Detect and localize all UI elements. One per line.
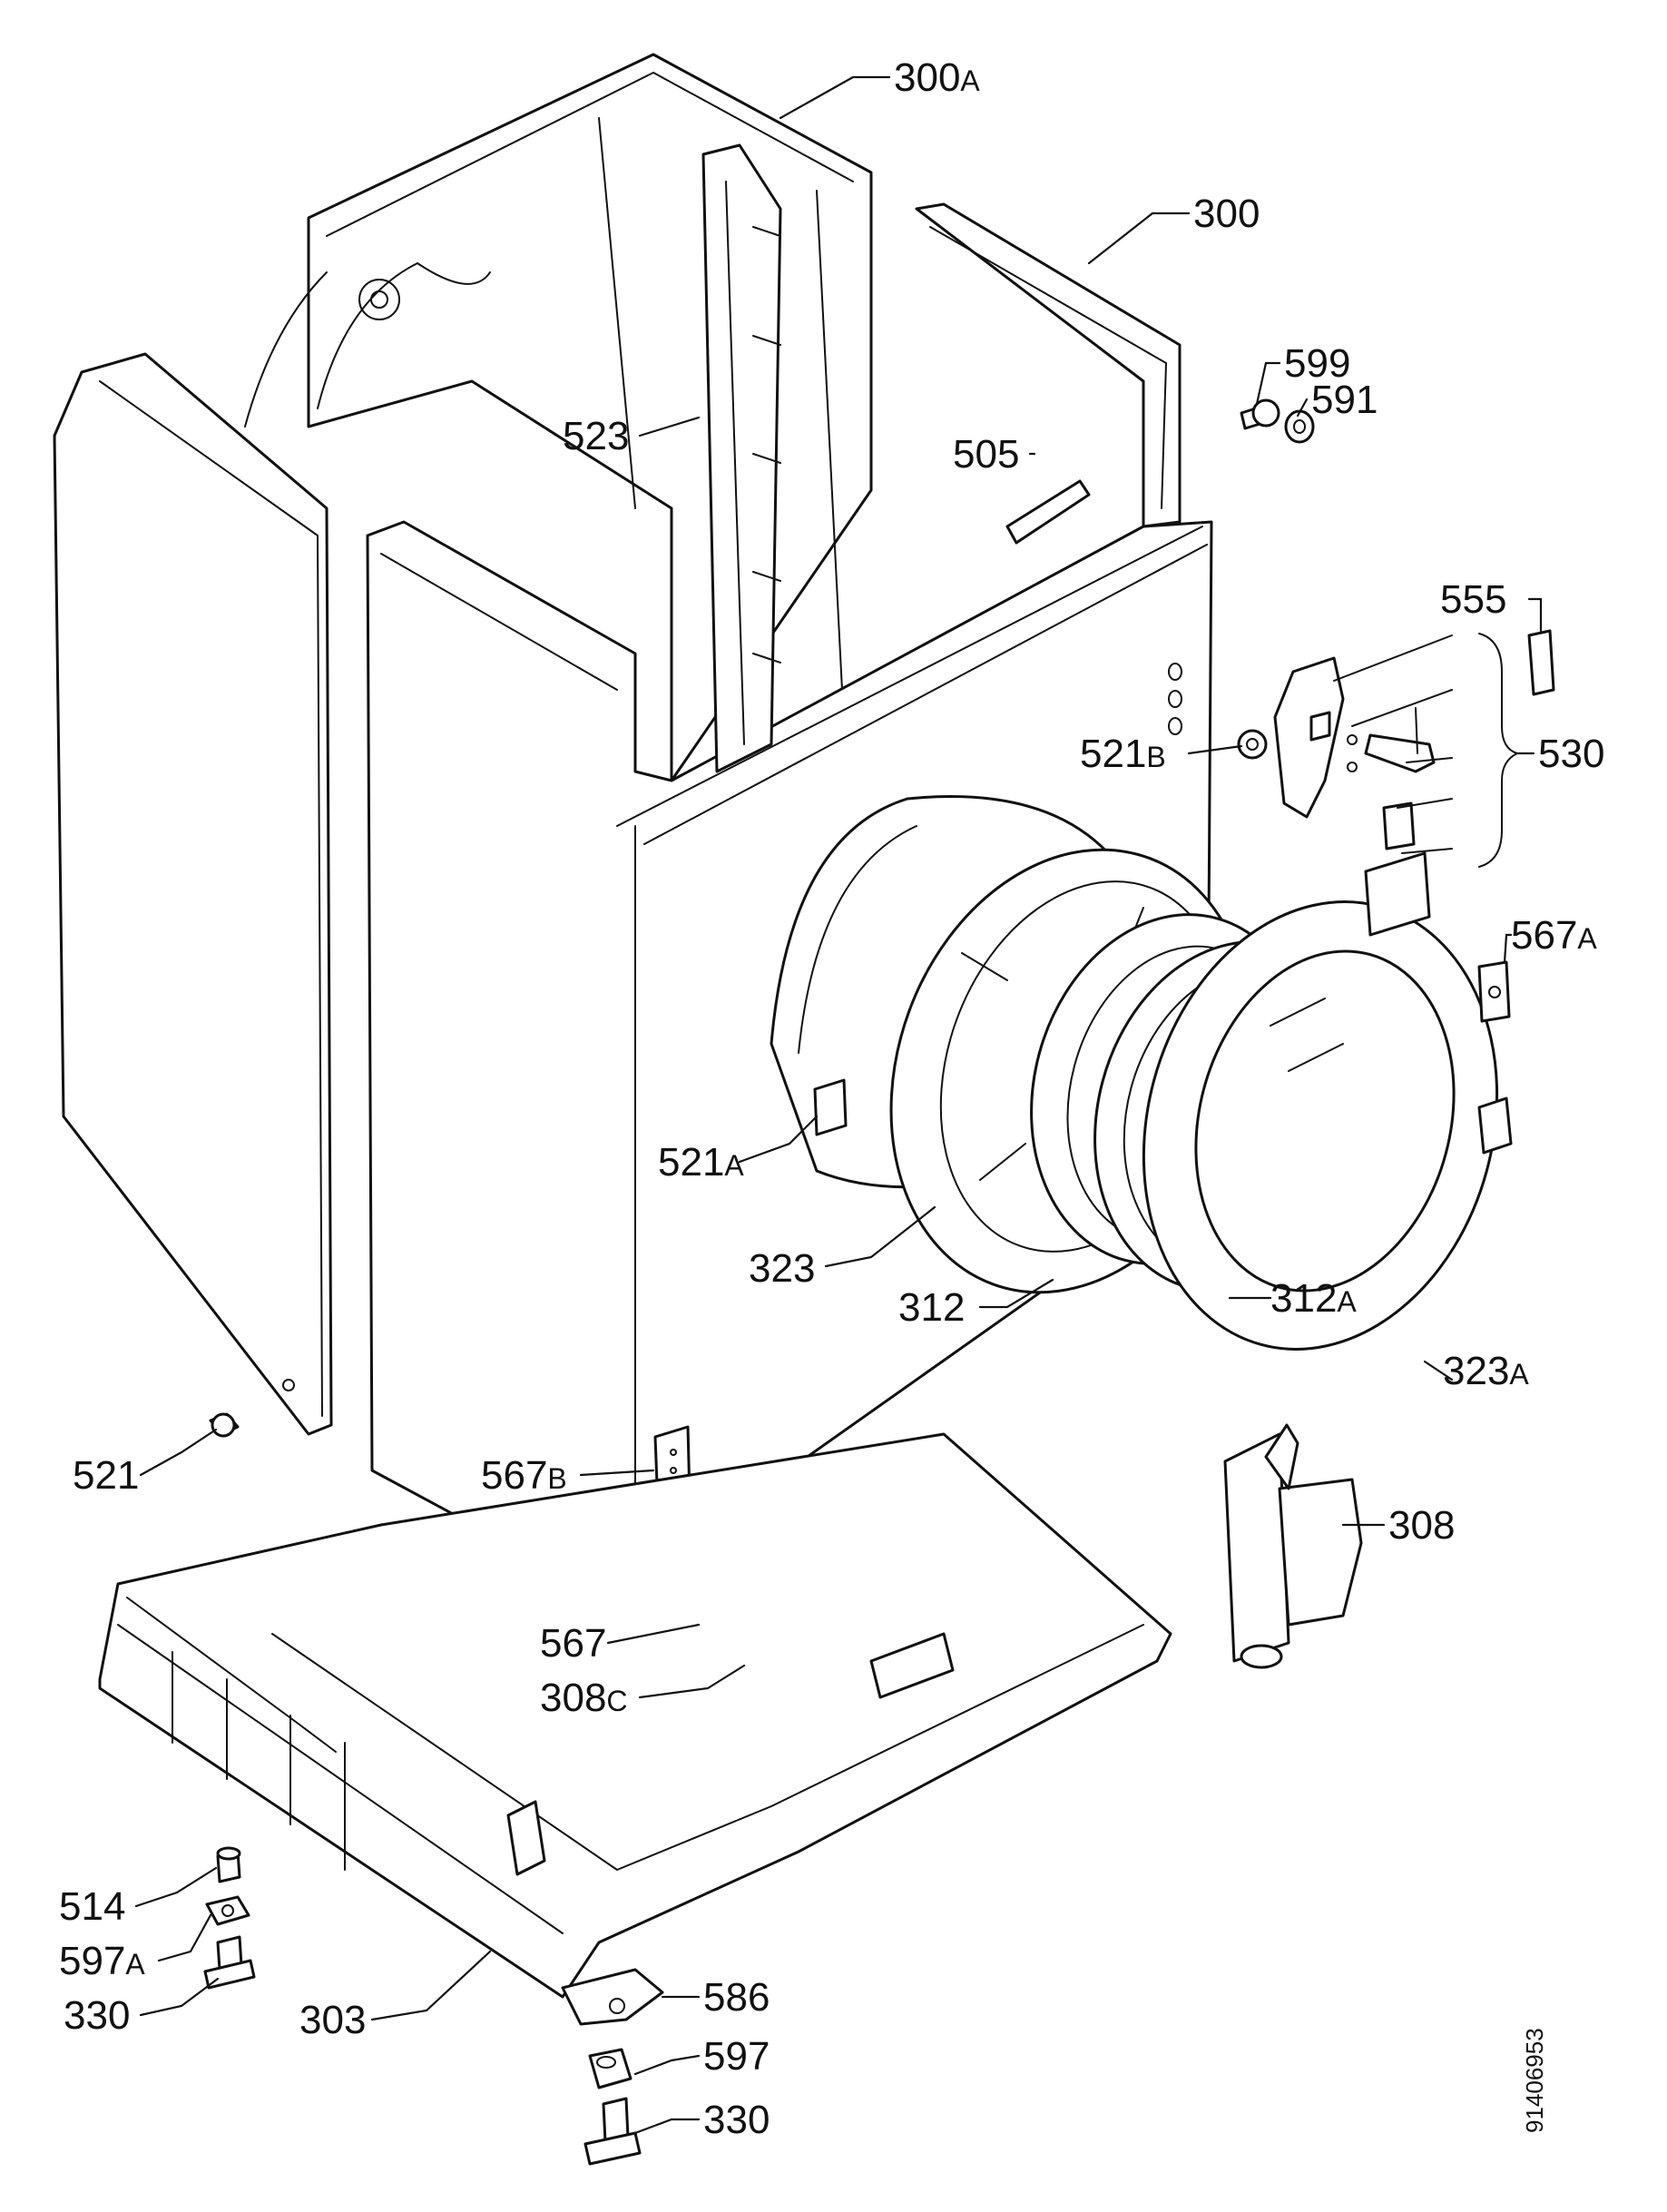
callout-555: 555 xyxy=(1440,577,1506,622)
callout-312: 312 xyxy=(898,1285,965,1330)
callout-330b: 330 xyxy=(703,2098,770,2142)
foot-330b xyxy=(583,2097,642,2166)
callout-303: 303 xyxy=(299,1998,366,2042)
plug-521b xyxy=(1237,729,1268,760)
callout-521b: 521B xyxy=(1080,732,1166,776)
callout-505: 505 xyxy=(953,432,1019,477)
callout-523: 523 xyxy=(563,414,629,458)
clip-555 xyxy=(1527,629,1555,696)
callout-586: 586 xyxy=(703,1975,770,2020)
plug-521 xyxy=(209,1412,240,1438)
callout-597a: 597A xyxy=(59,1939,145,1983)
callout-312a: 312A xyxy=(1270,1276,1357,1321)
callout-323: 323 xyxy=(749,1246,815,1291)
base-frame-303 xyxy=(98,1432,1172,1999)
door-lock-530 xyxy=(1273,633,1518,937)
callout-323a: 323A xyxy=(1443,1349,1529,1393)
leader-lines xyxy=(134,75,1543,2135)
callout-514: 514 xyxy=(59,1884,125,1929)
callout-300: 300 xyxy=(1193,192,1260,236)
callout-530: 530 xyxy=(1538,732,1604,776)
door-hinge-308 xyxy=(1223,1423,1363,1669)
left-side-panel xyxy=(53,271,333,1436)
pin-505 xyxy=(1005,479,1091,545)
bracket-586 xyxy=(561,1968,664,2026)
callout-308: 308 xyxy=(1388,1503,1455,1548)
callout-597: 597 xyxy=(703,2034,770,2079)
callout-567a: 567A xyxy=(1511,913,1597,958)
callout-591: 591 xyxy=(1311,378,1378,422)
callout-308c: 308C xyxy=(540,1676,628,1720)
callout-labels: 300A 300 599 591 523 505 555 530 521B 56… xyxy=(59,55,1604,2142)
nut-597a xyxy=(205,1895,250,1926)
control-rail-523 xyxy=(701,143,782,773)
nut-597 xyxy=(588,2048,632,2089)
screw-599 xyxy=(1240,398,1280,430)
foot-330a xyxy=(203,1935,256,1990)
callout-567: 567 xyxy=(540,1621,606,1666)
callout-599: 599 xyxy=(1284,341,1350,386)
document-number: 91406953 xyxy=(1521,2028,1548,2133)
callout-521a: 521A xyxy=(658,1140,744,1185)
callout-300a: 300A xyxy=(894,55,980,100)
callout-521: 521 xyxy=(73,1453,139,1498)
callout-567b: 567B xyxy=(481,1453,567,1498)
callout-330a: 330 xyxy=(64,1993,130,2038)
washer-591 xyxy=(1284,409,1315,444)
bolt-514 xyxy=(216,1846,241,1883)
plate-567a xyxy=(1477,960,1511,1023)
